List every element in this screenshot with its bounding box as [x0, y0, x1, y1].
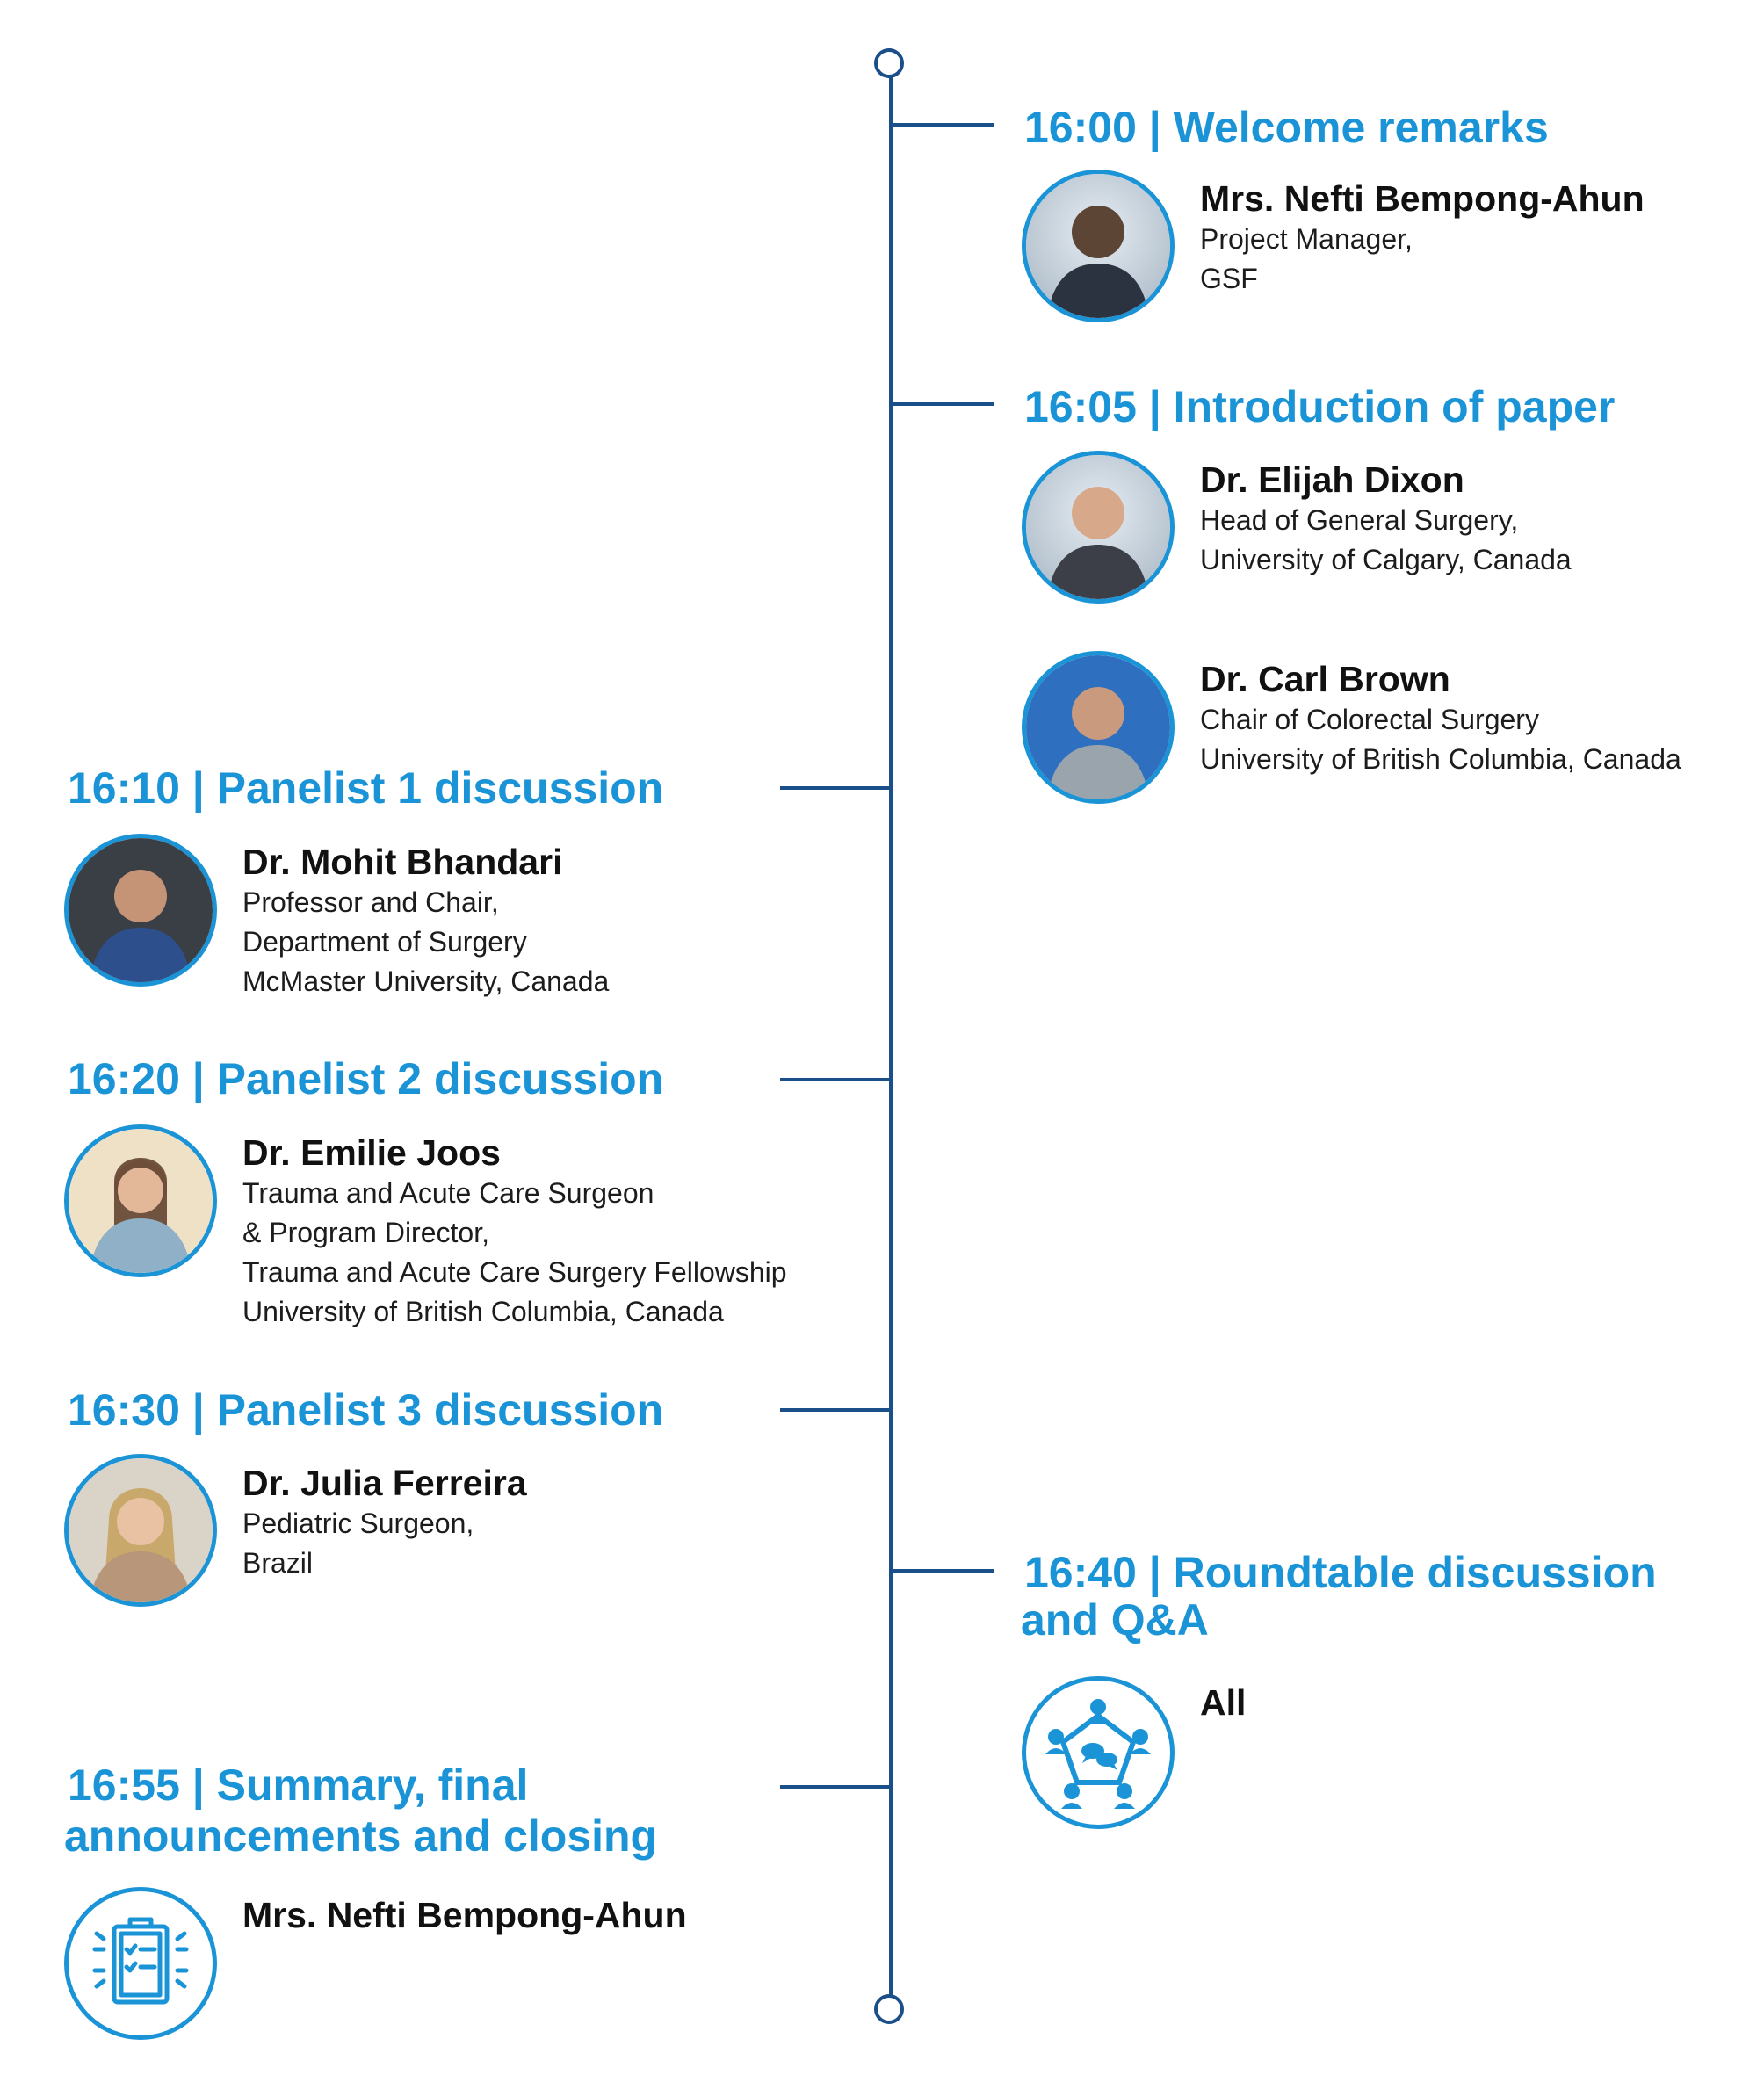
speaker-avatar: [64, 1887, 217, 2040]
speaker-role-line: Project Manager,: [1200, 223, 1413, 255]
portrait-photo: [69, 838, 213, 982]
connector-session-3: [780, 786, 891, 790]
speaker-name: Mrs. Nefti Bempong-Ahun: [242, 1895, 687, 1935]
speaker-info: Dr. Elijah Dixon Head of General Surgery…: [1200, 459, 1572, 580]
speaker-role-line: Pediatric Surgeon,: [242, 1507, 474, 1539]
portrait-photo: [1026, 455, 1170, 599]
roundtable-icon: [1045, 1699, 1151, 1809]
connector-session-4: [780, 1078, 891, 1081]
speaker-name: Dr. Elijah Dixon: [1200, 459, 1464, 500]
speaker-name: All: [1200, 1682, 1247, 1723]
session-heading-line: announcements and closing: [64, 1811, 658, 1861]
speaker-role-line: Head of General Surgery,: [1200, 504, 1519, 536]
speaker-name: Dr. Carl Brown: [1200, 659, 1450, 699]
speaker-avatar: [64, 1124, 217, 1277]
connector-session-2: [891, 402, 994, 406]
speaker-info: All: [1200, 1681, 1246, 1724]
connector-session-5: [780, 1408, 891, 1412]
connector-session-6: [891, 1569, 994, 1573]
speaker-role-line: University of British Columbia, Canada: [242, 1296, 724, 1327]
connector-session-1: [891, 123, 994, 127]
speaker-role-line: & Program Director,: [242, 1217, 489, 1248]
speaker-avatar: [1022, 651, 1175, 804]
speaker-name: Mrs. Nefti Bempong-Ahun: [1200, 178, 1645, 219]
timeline-end-dot: [874, 1994, 904, 2024]
session-heading: 16:10 | Panelist 1 discussion: [68, 763, 664, 813]
speaker-name: Dr. Emilie Joos: [242, 1132, 501, 1173]
portrait-photo: [1026, 655, 1170, 799]
portrait-photo: [69, 1458, 213, 1602]
speaker-role-line: Trauma and Acute Care Surgery Fellowship: [242, 1256, 787, 1288]
speaker-info: Dr. Julia Ferreira Pediatric Surgeon, Br…: [242, 1462, 527, 1583]
speaker-name: Dr. Mohit Bhandari: [242, 842, 563, 882]
connector-session-7: [780, 1785, 891, 1789]
speaker-info: Dr. Carl Brown Chair of Colorectal Surge…: [1200, 658, 1681, 779]
speaker-avatar: [1022, 170, 1175, 322]
speaker-role-line: Professor and Chair,: [242, 886, 499, 918]
speaker-role-line: University of Calgary, Canada: [1200, 544, 1572, 575]
session-heading: 16:00 | Welcome remarks: [1024, 103, 1549, 152]
speaker-role-line: Department of Surgery: [242, 926, 527, 958]
portrait-photo: [69, 1129, 213, 1273]
speaker-info: Dr. Mohit Bhandari Professor and Chair, …: [242, 841, 609, 1001]
session-heading: 16:20 | Panelist 2 discussion: [68, 1054, 664, 1103]
speaker-role-line: McMaster University, Canada: [242, 965, 610, 997]
timeline-line: [889, 72, 893, 2003]
speaker-avatar: [64, 1454, 217, 1607]
session-heading: 16:55 | Summary, final announcements and…: [64, 1760, 657, 1862]
speaker-info: Mrs. Nefti Bempong-Ahun: [242, 1894, 687, 1936]
portrait-photo: [1026, 174, 1170, 318]
speaker-avatar: [1022, 451, 1175, 604]
session-heading: 16:05 | Introduction of paper: [1024, 382, 1616, 431]
speaker-role-line: Brazil: [242, 1547, 314, 1579]
speaker-info: Dr. Emilie Joos Trauma and Acute Care Su…: [242, 1131, 787, 1332]
session-heading-line: 16:40 | Roundtable discussion: [1024, 1548, 1657, 1597]
session-heading: 16:40 | Roundtable discussion and Q&A: [1021, 1548, 1657, 1645]
speaker-avatar: [1022, 1676, 1175, 1829]
session-heading-line: and Q&A: [1021, 1595, 1209, 1645]
session-heading-line: 16:55 | Summary, final: [68, 1760, 529, 1810]
speaker-role-line: University of British Columbia, Canada: [1200, 743, 1681, 775]
speaker-name: Dr. Julia Ferreira: [242, 1463, 527, 1503]
timeline-start-dot: [874, 48, 904, 78]
speaker-avatar: [64, 834, 217, 987]
session-heading: 16:30 | Panelist 3 discussion: [68, 1385, 664, 1435]
clipboard-checklist-icon: [92, 1917, 189, 2005]
speaker-role-line: Trauma and Acute Care Surgeon: [242, 1177, 654, 1209]
speaker-role-line: Chair of Colorectal Surgery: [1200, 704, 1539, 735]
speaker-info: Mrs. Nefti Bempong-Ahun Project Manager,…: [1200, 177, 1645, 299]
speaker-role-line: GSF: [1200, 263, 1258, 294]
